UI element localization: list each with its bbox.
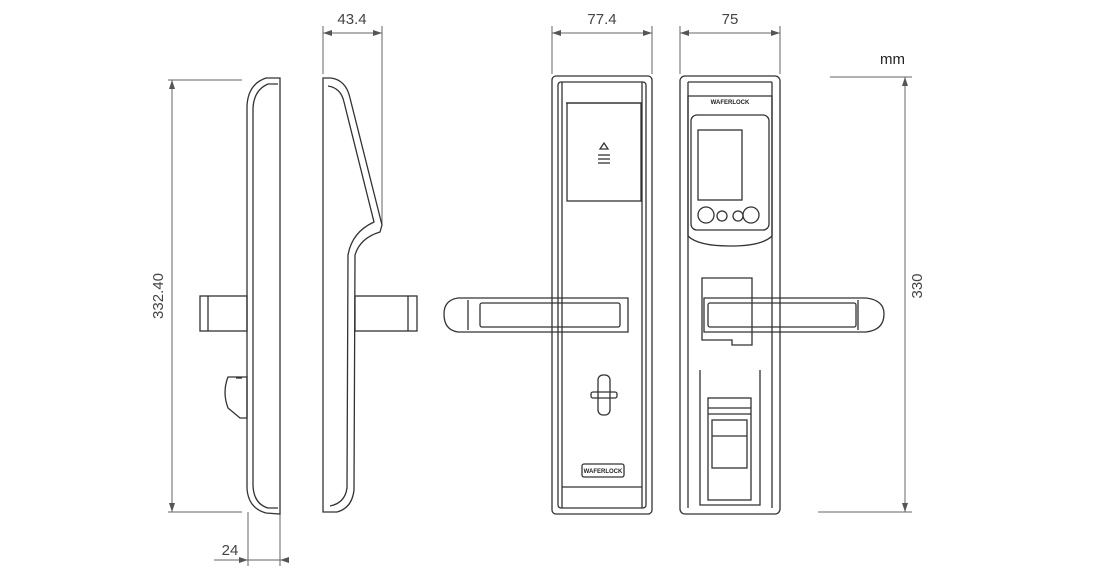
fingerprint-sensor: [711, 419, 748, 469]
button-center-right: [732, 210, 744, 222]
dim-back-width-label: 75: [722, 11, 739, 28]
dim-base-depth-label: 24: [222, 542, 239, 559]
dim-front-width-label: 77.4: [587, 11, 616, 28]
units-label: mm: [880, 51, 905, 68]
inside-brand-logo: WAFERLOCK: [584, 469, 623, 475]
side-thumbturn: [224, 376, 248, 419]
dim-side-height-label: 332.40: [150, 273, 167, 319]
button-right: [742, 206, 760, 224]
dim-back-height-label: 330: [909, 273, 926, 298]
display-screen: [697, 129, 743, 201]
dim-side-depth-label: 43.4: [337, 11, 366, 28]
button-center-left: [716, 210, 728, 222]
thumbturn-icon: [597, 374, 611, 416]
outside-lever-handle: [703, 297, 885, 333]
battery-arrow-icon: [598, 141, 610, 150]
fingerprint-module: [699, 370, 761, 506]
outside-brand-logo: WAFERLOCK: [711, 100, 750, 106]
inside-logo-box: [581, 463, 625, 478]
side-view-plate: [199, 77, 281, 515]
side-spindle: [199, 295, 248, 332]
body-spindle: [354, 295, 418, 332]
side-view-body: [322, 77, 418, 513]
dimension-arrows: [169, 30, 908, 563]
battery-cover: [566, 102, 642, 202]
outside-view: [679, 75, 885, 515]
button-left: [697, 206, 715, 224]
dimension-lines: [168, 26, 912, 566]
inside-view: [443, 75, 653, 515]
screen-module: [687, 95, 773, 247]
inside-lever-handle: [443, 297, 629, 333]
